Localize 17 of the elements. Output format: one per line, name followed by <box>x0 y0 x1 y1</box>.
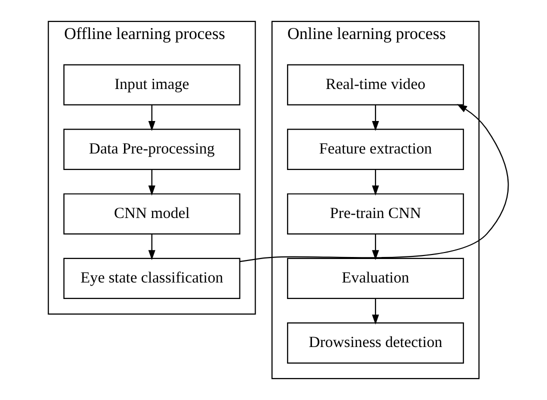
arrow <box>371 170 379 196</box>
node-box: Feature extraction <box>286 128 464 170</box>
arrow <box>148 104 155 132</box>
node-box: Eye state classification <box>62 258 240 300</box>
arrow <box>371 234 379 260</box>
arrow <box>371 104 379 132</box>
node-box: Evaluation <box>286 258 464 300</box>
arrow <box>148 234 155 260</box>
arrow <box>239 104 508 262</box>
node-box: CNN model <box>62 193 240 234</box>
arrow <box>148 170 155 196</box>
arrow <box>371 298 379 325</box>
node-box: Data Pre-processing <box>62 128 240 170</box>
node-box: Real-time video <box>286 64 464 106</box>
node-box: Pre-train CNN <box>286 193 464 234</box>
node-box: Input image <box>62 64 240 106</box>
node-box: Drowsiness detection <box>286 322 464 364</box>
